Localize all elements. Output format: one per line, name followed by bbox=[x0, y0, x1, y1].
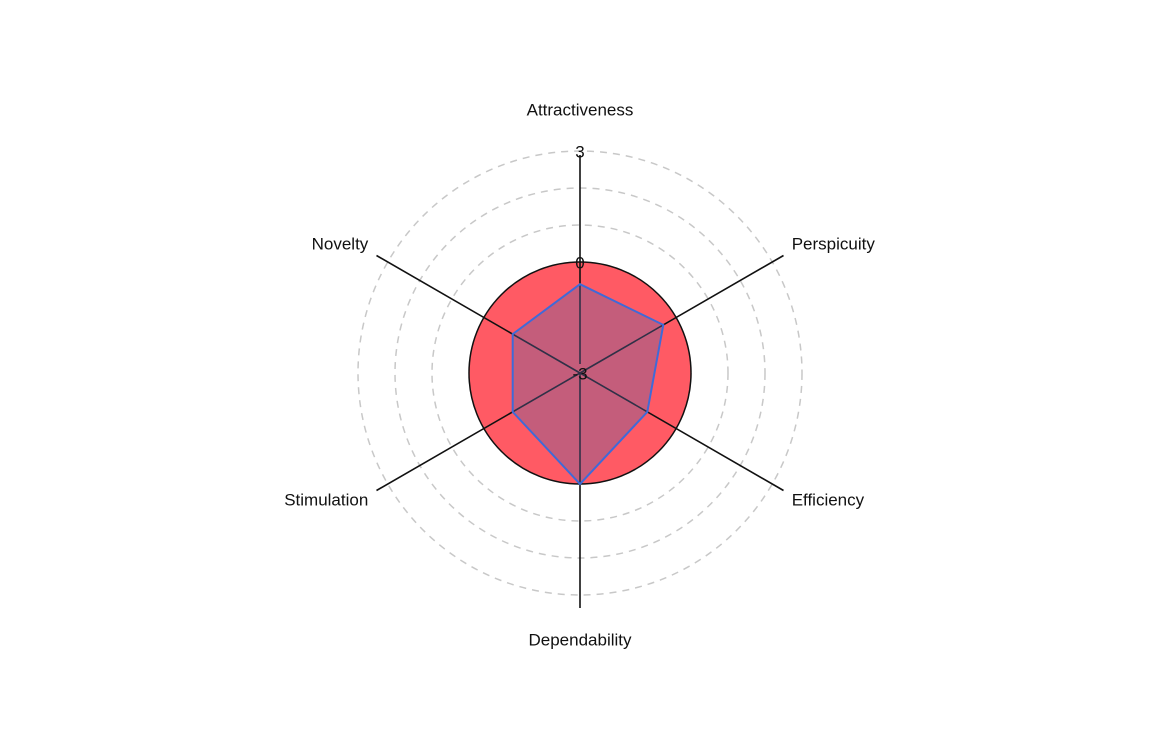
axis-label: Novelty bbox=[312, 234, 369, 253]
grid-ring bbox=[431, 224, 729, 522]
series-polygon bbox=[511, 283, 665, 486]
tick-label: 3 bbox=[575, 142, 584, 161]
axis-label: Efficiency bbox=[792, 490, 865, 509]
axis-spoke bbox=[376, 254, 581, 374]
axis-label: Dependability bbox=[528, 630, 632, 649]
series-layer bbox=[511, 283, 665, 486]
axis-label: Perspicuity bbox=[792, 234, 876, 253]
axis-spoke bbox=[376, 372, 581, 492]
label-layer: AttractivenessPerspicuityEfficiencyDepen… bbox=[284, 100, 875, 649]
tick-label: -3 bbox=[572, 364, 587, 383]
grid-ring bbox=[357, 150, 803, 596]
axis-label: Stimulation bbox=[284, 490, 368, 509]
axis-spoke bbox=[579, 254, 784, 374]
spoke-layer bbox=[376, 155, 784, 608]
axis-spoke bbox=[579, 372, 784, 492]
tick-label: 0 bbox=[575, 253, 584, 272]
axis-label: Attractiveness bbox=[527, 100, 634, 119]
